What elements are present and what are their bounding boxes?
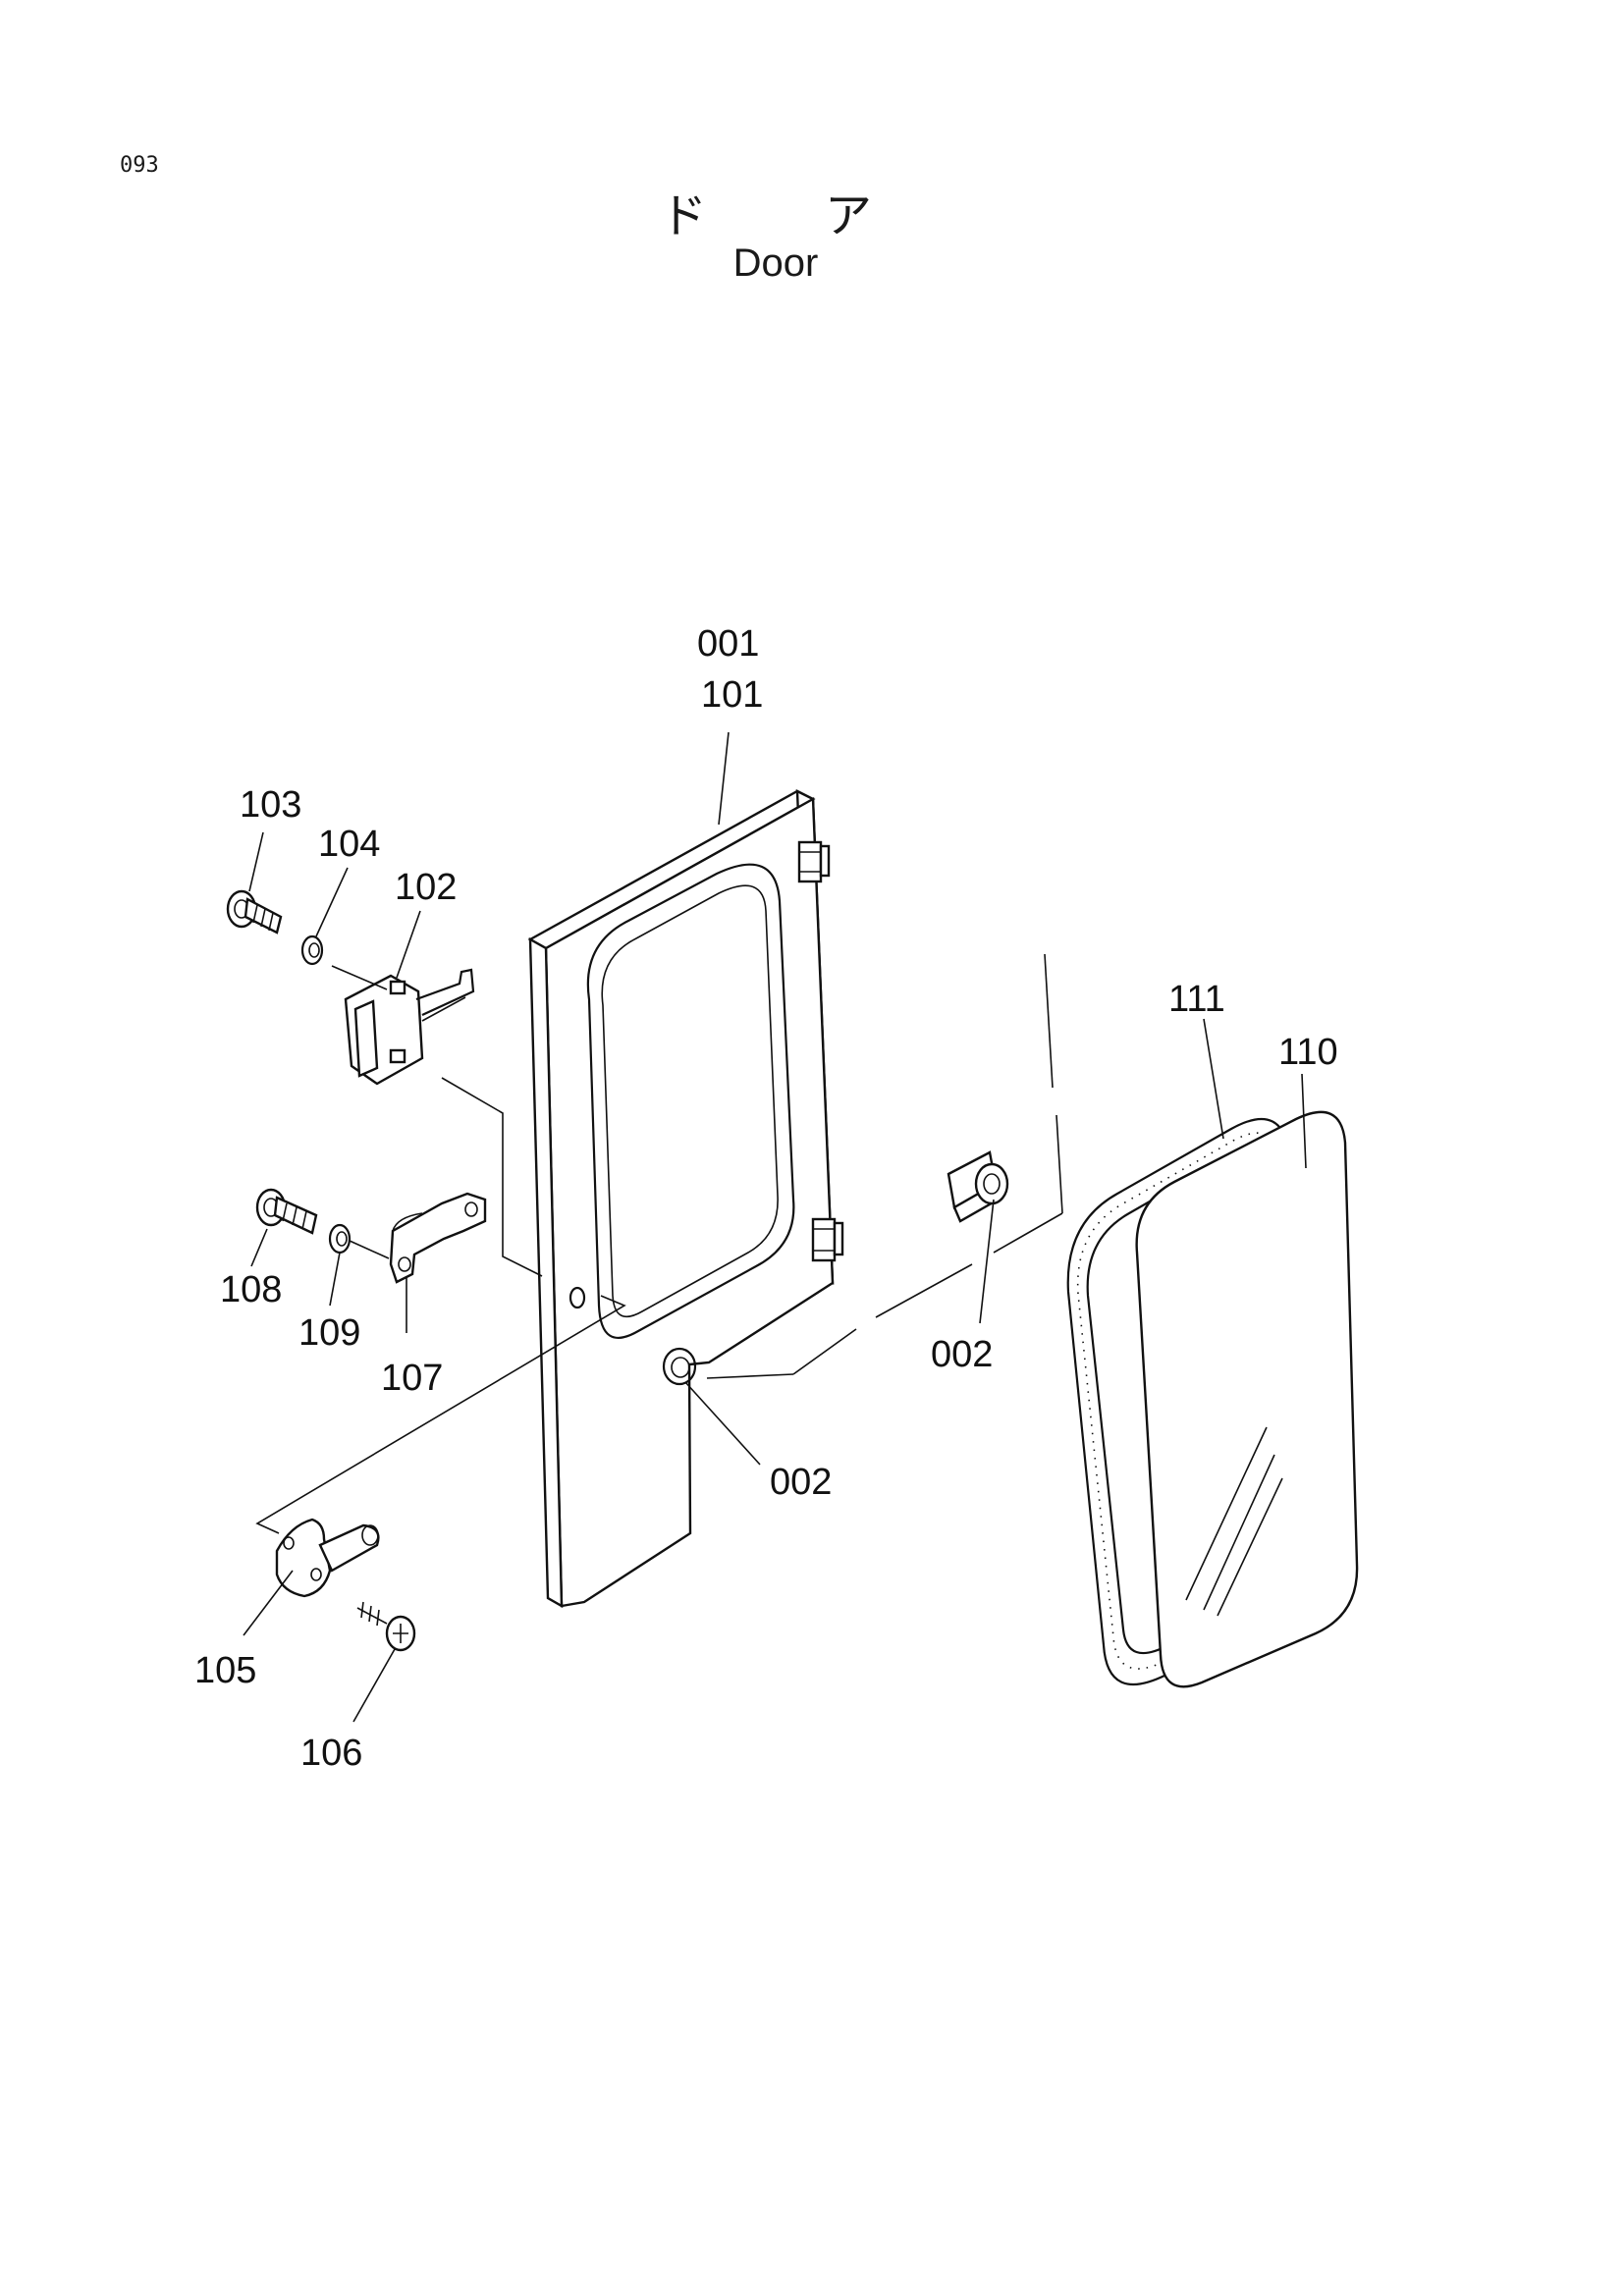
callout-110: 110 [1278,1032,1338,1073]
callout-108: 108 [220,1269,282,1310]
bolt-108 [255,1188,318,1235]
handle-105 [275,1518,380,1598]
callout-107: 107 [381,1358,443,1399]
callout-104: 104 [318,824,380,865]
washer-109 [328,1223,390,1259]
title-japanese: ドア [659,188,990,243]
latch-102 [331,965,475,1086]
callout-labels: 001 101 103 104 102 111 110 108 109 107 … [194,623,1338,1774]
assembly-lines [255,953,1063,1534]
clip-002 [947,1150,1009,1223]
callout-002-grommet: 002 [770,1462,832,1503]
callout-105: 105 [194,1650,256,1691]
callout-106: 106 [300,1733,362,1774]
callout-001: 001 [697,623,759,665]
callout-002-clip: 002 [931,1334,993,1375]
door-panel [527,789,844,1609]
callout-103: 103 [240,784,301,826]
washer-104 [300,934,324,966]
callout-102: 102 [395,867,457,908]
bracket-107 [389,1192,487,1284]
callout-111: 111 [1168,979,1225,1020]
page-number: 093 [120,153,159,178]
bolt-103 [226,889,283,934]
screw-106 [356,1601,416,1652]
callout-101: 101 [701,674,763,716]
callout-109: 109 [298,1312,360,1354]
title-english: Door [732,241,819,285]
glass-110 [1135,1110,1359,1688]
leader-lines [243,731,1307,1723]
